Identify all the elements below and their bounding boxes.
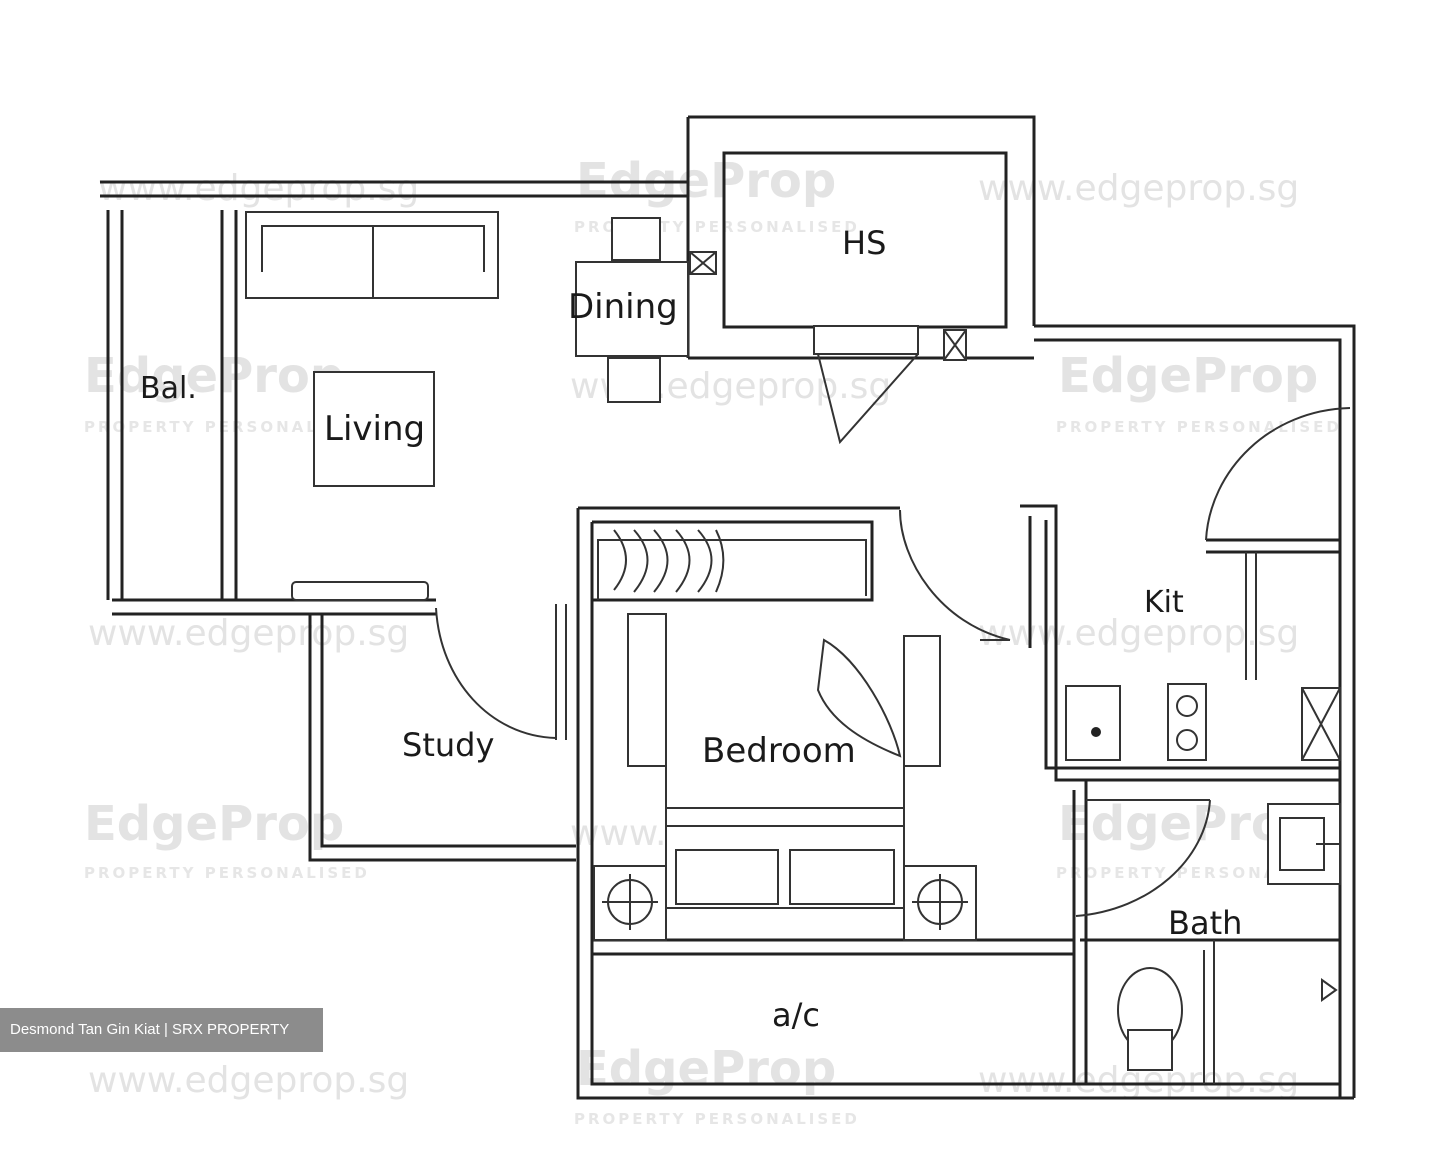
dining-chair [607,357,661,403]
room-label-bath: Bath [1168,904,1242,942]
watermark-url: www.edgeprop.sg [978,168,1299,209]
living-table [313,371,435,487]
door-swing [435,604,567,740]
sink [1065,685,1121,761]
watermark-brand: EdgeProp [84,348,344,404]
watermark-url: www.edgeprop.sg [98,168,419,209]
room-label-study: Study [402,726,494,764]
watermark-tagline: PROPERTY PERSONALISED [84,864,370,882]
dining-chair [611,217,661,261]
watermark-brand: EdgeProp [84,796,344,852]
photo-credit: Desmond Tan Gin Kiat | SRX PROPERTY [0,1008,323,1052]
watermark-tagline: PROPERTY PERSONALISED [84,418,370,436]
bedside-cabinet [627,613,667,767]
walls [100,115,1356,1100]
wardrobe-hangers [613,529,725,593]
bedside-cabinet [903,635,941,767]
doors [435,353,1351,917]
pillow [675,849,779,905]
room-labels: Bal. Living Dining HS Study Bedroom Kit … [140,224,1242,1034]
door-swing [1075,799,1211,917]
hs-door-frame [813,325,919,355]
pillow [789,849,895,905]
watermark-tagline: PROPERTY PERSONALISED [1056,418,1342,436]
room-label-hs: HS [842,224,886,262]
furniture [245,151,1341,1084]
watermark-tagline: PROPERTY PERSONALISED [574,1110,860,1128]
watermark-brand: EdgeProp [1058,348,1318,404]
watermark-url: www.edgeprop.sg [978,613,1299,654]
watermark-url: www.edgeprop.sg [88,1060,409,1101]
door-swing [816,638,902,758]
room-label-living: Living [324,409,425,449]
room-label-dining: Dining [568,287,678,327]
door-swing [899,509,1011,641]
shower-outlet [1321,978,1338,1002]
room-label-balcony: Bal. [140,371,197,406]
door-swing [817,353,919,445]
watermark-url: www.edgeprop.sg [88,613,409,654]
room-label-bedroom: Bedroom [702,731,856,771]
room-label-aircon: a/c [772,996,820,1034]
light-icon [593,865,667,941]
dining-table [575,261,689,357]
room-label-kitchen: Kit [1144,585,1184,620]
light-icon [903,865,977,941]
sink-drain [1091,727,1101,737]
watermark-brand: EdgeProp [576,1041,836,1097]
door-swing [1205,407,1351,541]
